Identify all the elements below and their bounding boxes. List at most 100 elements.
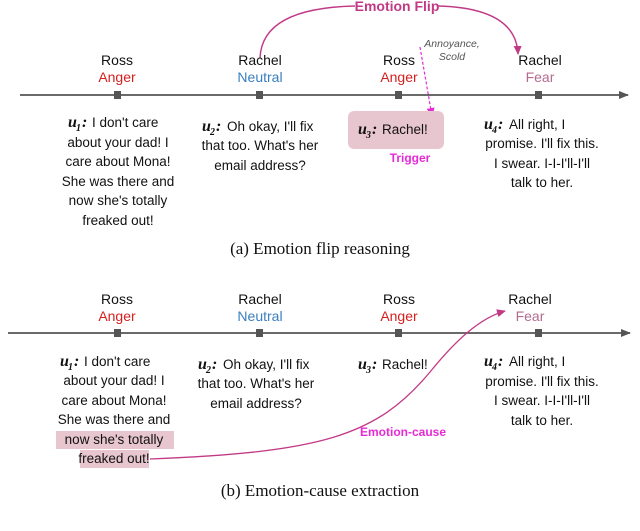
utterance-u3: u 3 : Rachel! Trigger: [348, 111, 444, 165]
trigger-highlight-box: [348, 111, 444, 149]
utterance-index: 2: [205, 365, 211, 376]
timeline-tick: [535, 329, 542, 337]
utterance-u3: u 3 : Rachel!: [358, 356, 428, 376]
utterance-index: 3: [365, 365, 371, 376]
utterance-index: 1: [76, 123, 81, 134]
utterance-index: 4: [491, 125, 497, 136]
utterance-line: that too. What's her: [198, 376, 315, 391]
utterance-line: that too. What's her: [202, 138, 319, 153]
emotion-anger: Anger: [98, 308, 136, 324]
flip-note-line2: Scold: [439, 51, 466, 63]
utterance-label: u: [202, 118, 211, 135]
svg-text::: :: [372, 121, 377, 138]
svg-text::: :: [212, 356, 217, 373]
utterance-line: freaked out!: [82, 213, 153, 228]
utterance-line: about your dad! I: [63, 373, 164, 388]
svg-text::: :: [498, 116, 503, 133]
utterance-index: 2: [209, 127, 215, 138]
caption-a: (a) Emotion flip reasoning: [230, 239, 410, 258]
utterance-u4: u 4 : All right, I promise. I'll fix thi…: [484, 116, 599, 190]
speaker-ross: Ross: [383, 291, 415, 307]
utterance-line: Oh okay, I'll fix: [223, 357, 310, 372]
emotion-flip-label: Emotion Flip: [355, 0, 440, 14]
emotion-cause-label: Emotion-cause: [360, 425, 446, 439]
utterance-label: u: [484, 353, 493, 370]
emotion-anger: Anger: [98, 69, 136, 85]
utterance-line: about your dad! I: [67, 135, 168, 150]
speaker-ross: Ross: [383, 52, 415, 68]
timeline-tick: [395, 329, 402, 337]
utterance-index: 3: [365, 130, 371, 141]
utterance-label: u: [358, 356, 367, 373]
utterance-line: talk to her.: [511, 175, 573, 190]
utterance-label: u: [68, 114, 77, 131]
utterance-index: 1: [68, 362, 73, 373]
utterance-line: promise. I'll fix this.: [485, 136, 599, 151]
svg-text::: :: [372, 356, 377, 373]
trigger-arrow: [419, 46, 435, 117]
utterance-line: care about Mona!: [65, 154, 170, 169]
emotion-fear: Fear: [516, 308, 545, 324]
utterance-label: u: [60, 353, 69, 370]
emotion-anger: Anger: [380, 308, 418, 324]
emotion-fear: Fear: [526, 69, 555, 85]
utterance-line: promise. I'll fix this.: [485, 374, 599, 389]
utterance-label: u: [198, 356, 207, 373]
utterance-u2: u 2 : Oh okay, I'll fix that too. What's…: [198, 356, 315, 411]
panel-a: Emotion Flip Annoyance, Scold Ross Anger…: [20, 0, 629, 258]
utterance-line: All right, I: [509, 354, 565, 369]
utterance-line: email address?: [210, 396, 302, 411]
svg-text::: :: [498, 353, 503, 370]
speaker-rachel: Rachel: [508, 291, 552, 307]
utterance-label: u: [484, 116, 493, 133]
utterance-u1: u 1 : I don't care about your dad! I car…: [62, 114, 175, 228]
timeline-tick: [535, 91, 542, 99]
timeline-tick: [114, 91, 121, 99]
utterance-u1: u 1 : I don't care about your dad! I car…: [58, 353, 171, 466]
trigger-label: Trigger: [390, 151, 431, 165]
emotion-neutral: Neutral: [237, 69, 282, 85]
utterance-line: She was there and: [62, 174, 175, 189]
timeline-tick: [256, 329, 263, 337]
utterance-line: email address?: [214, 158, 306, 173]
flip-note-line1: Annoyance,: [423, 38, 479, 50]
emotion-neutral: Neutral: [237, 308, 282, 324]
utterance-line: now she's totally: [65, 432, 164, 447]
utterance-line: freaked out!: [78, 451, 149, 466]
timeline-tick: [256, 91, 263, 99]
emotion-cause-arrow: [149, 309, 506, 460]
emotion-flip-arc: [259, 5, 518, 58]
utterance-line: talk to her.: [511, 413, 573, 428]
utterance-index: 4: [491, 362, 497, 373]
svg-text::: :: [74, 353, 79, 370]
utterance-line: I swear. I-I-I'll-I'll: [494, 393, 590, 408]
utterance-u2: u 2 : Oh okay, I'll fix that too. What's…: [202, 118, 319, 173]
utterance-line: Rachel!: [382, 122, 428, 137]
cause-highlight-line2: [80, 450, 149, 468]
utterance-line: I swear. I-I-I'll-I'll: [494, 156, 590, 171]
utterance-label: u: [358, 121, 367, 138]
cause-highlight-line1: [56, 431, 174, 449]
speaker-rachel: Rachel: [238, 291, 282, 307]
speaker-ross: Ross: [101, 291, 133, 307]
svg-text::: :: [82, 114, 87, 131]
utterance-line: I don't care: [84, 354, 150, 369]
svg-text::: :: [216, 118, 221, 135]
timeline-tick: [395, 91, 402, 99]
panel-b: Ross Anger Rachel Neutral Ross Anger Rac…: [8, 291, 631, 500]
caption-b: (b) Emotion-cause extraction: [221, 481, 420, 500]
utterance-line: She was there and: [58, 412, 171, 427]
timeline-tick: [114, 329, 121, 337]
utterance-line: Rachel!: [382, 357, 428, 372]
utterance-line: Oh okay, I'll fix: [227, 119, 314, 134]
utterance-line: I don't care: [92, 115, 158, 130]
utterance-line: now she's totally: [69, 193, 168, 208]
speaker-rachel: Rachel: [238, 52, 282, 68]
speaker-ross: Ross: [101, 52, 133, 68]
utterance-u4: u 4 : All right, I promise. I'll fix thi…: [484, 353, 599, 428]
speaker-rachel: Rachel: [518, 52, 562, 68]
emotion-anger: Anger: [380, 69, 418, 85]
utterance-line: care about Mona!: [61, 393, 166, 408]
utterance-line: All right, I: [509, 117, 565, 132]
